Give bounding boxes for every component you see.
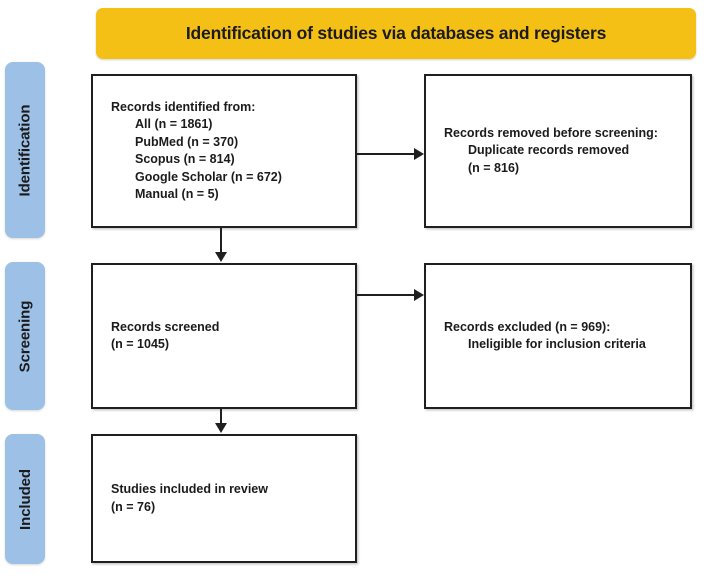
arrow-head-right-icon xyxy=(414,148,424,160)
arrow-head-down-icon xyxy=(215,252,227,262)
box-text-line: Manual (n = 5) xyxy=(135,187,219,201)
box-text-line: Duplicate records removed xyxy=(468,143,630,158)
box-text: Records excluded (n = 969): Ineligible fo… xyxy=(426,319,690,354)
box-text-line: PubMed (n = 370) xyxy=(135,134,239,149)
phase-tab-identification: Identification xyxy=(5,62,45,238)
phase-tab-label: Identification xyxy=(16,104,34,196)
diagram-header-banner: Identification of studies via databases … xyxy=(96,8,696,59)
box-text: Records screened (n = 1045) xyxy=(93,319,355,354)
phase-tab-included: Included xyxy=(5,434,45,564)
phase-tab-label: Included xyxy=(16,468,34,530)
phase-tab-screening: Screening xyxy=(5,262,45,410)
connector-screened-to-included xyxy=(220,409,222,425)
box-text: Records identified from: All (n = 1861) Pu… xyxy=(93,99,355,204)
arrow-head-down-icon xyxy=(215,423,227,433)
phase-tab-label: Screening xyxy=(16,300,34,372)
box-text-line: (n = 816) xyxy=(468,160,520,175)
box-text-line: All (n = 1861) xyxy=(135,117,213,131)
box-text-line: Ineligible for inclusion criteria xyxy=(468,337,646,351)
flow-box-records-identified: Records identified from: All (n = 1861) Pu… xyxy=(91,74,357,228)
connector-screened-to-excluded xyxy=(357,294,417,296)
box-text: Records removed before screening: Duplica… xyxy=(426,125,690,178)
flow-box-records-excluded: Records excluded (n = 969): Ineligible fo… xyxy=(424,263,692,409)
flow-box-records-screened: Records screened (n = 1045) xyxy=(91,263,357,409)
flow-box-records-removed: Records removed before screening: Duplica… xyxy=(424,74,692,228)
connector-identified-to-screened xyxy=(220,228,222,254)
page-title: Identification of studies via databases … xyxy=(185,23,607,43)
box-text-line: Records screened xyxy=(111,319,220,334)
box-text-line: Records removed before screening: xyxy=(444,125,658,140)
box-text-line: Records identified from: xyxy=(111,99,256,114)
connector-identified-to-removed xyxy=(357,153,417,155)
arrow-head-right-icon xyxy=(414,289,424,301)
box-text-line: (n = 76) xyxy=(111,499,156,514)
box-text-line: Scopus (n = 814) xyxy=(135,152,235,166)
box-text-line: (n = 1045) xyxy=(111,337,170,351)
box-text: Studies included in review (n = 76) xyxy=(93,481,355,516)
flow-box-studies-included: Studies included in review (n = 76) xyxy=(91,434,357,563)
box-text-line: Google Scholar (n = 672) xyxy=(135,169,282,184)
box-text-line: Studies included in review xyxy=(111,482,268,496)
box-text-line: Records excluded (n = 969): xyxy=(444,319,611,334)
